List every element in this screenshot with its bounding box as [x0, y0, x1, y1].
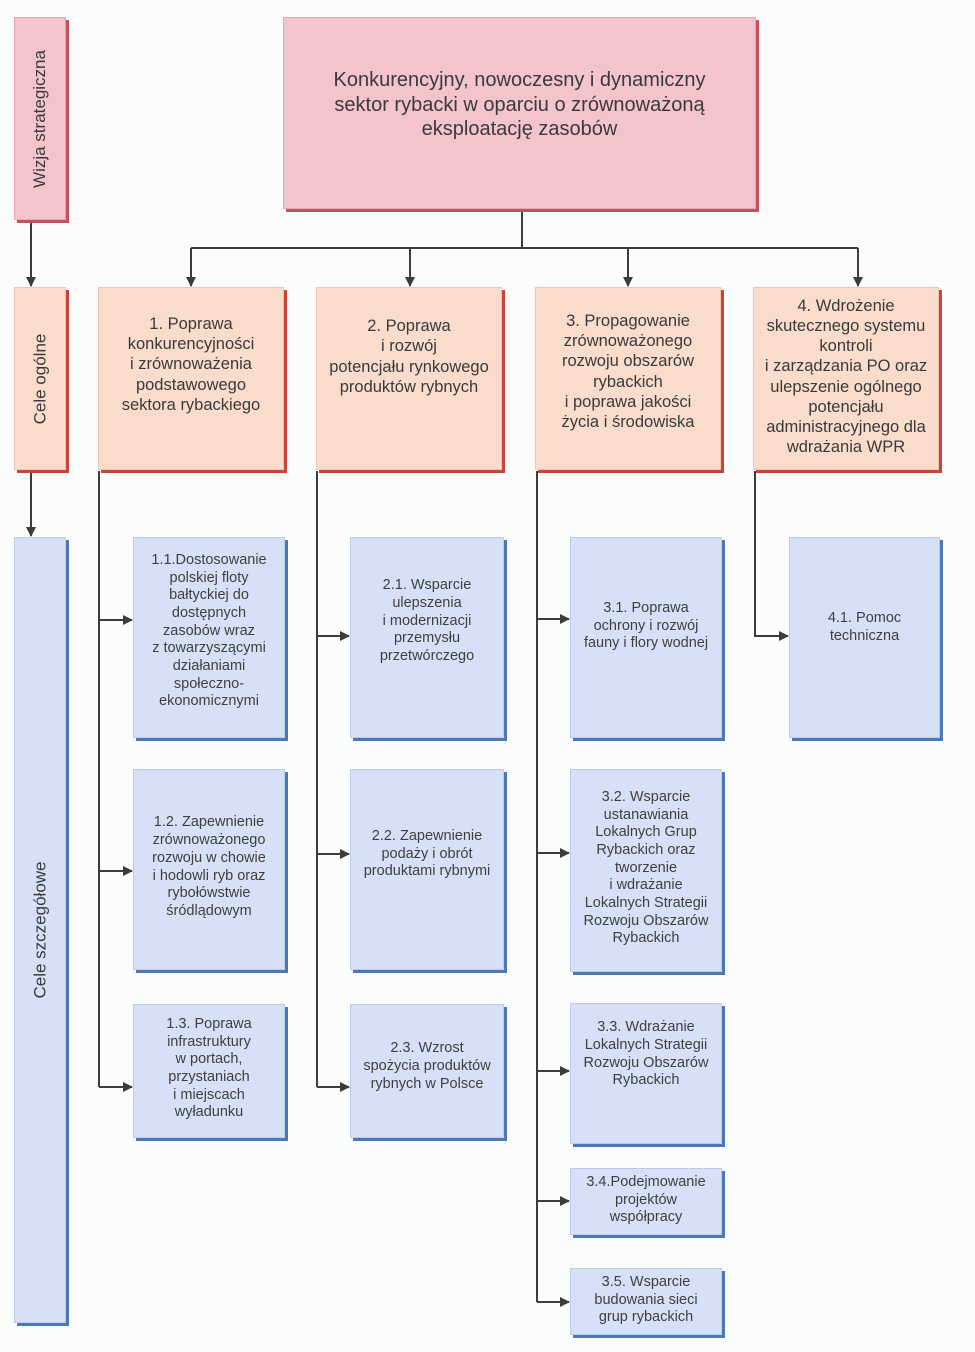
specific-goal-2-1-text: 2.1. Wsparcie ulepszenia i modernizacji …	[379, 577, 475, 665]
specific-goal-1-2-text: 1.2. Zapewnienie zrównoważonego rozwoju …	[152, 814, 266, 919]
general-goal-3: 3. Propagowanie zrównoważonego rozwoju o…	[535, 287, 721, 470]
specific-goal-4-1: 4.1. Pomoc techniczna	[789, 537, 940, 738]
specific-goal-2-3-text: 2.3. Wzrost spożycia produktów rybnych w…	[363, 1040, 491, 1092]
specific-goal-3-3-text: 3.3. Wdrażanie Lokalnych Strategii Rozwo…	[583, 1019, 709, 1089]
specific-goal-1-3-text: 1.3. Poprawa infrastruktury w portach, p…	[166, 1015, 252, 1121]
specific-goal-1-1: 1.1.Dostosowanie polskiej floty bałtycki…	[133, 537, 285, 738]
arrow-to-4-1	[754, 471, 789, 641]
specific-goal-3-1-text: 3.1. Poprawa ochrony i rozwój fauny i fl…	[583, 599, 709, 652]
specific-goal-2-2-text: 2.2. Zapewnienie podaży i obrót produkta…	[363, 827, 491, 880]
row-label-vision-text: Wizja strategiczna	[30, 49, 49, 188]
row-label-specific-goals: Cele szczegółowe	[14, 537, 66, 1323]
specific-goal-3-2-text: 3.2. Wsparcie ustanawiania Lokalnych Gru…	[583, 788, 709, 947]
specific-goal-1-1-text: 1.1.Dostosowanie polskiej floty bałtycki…	[151, 551, 267, 710]
general-goal-1-text: 1. Poprawa konkurencyjności i zrównoważe…	[121, 315, 261, 414]
row-label-vision: Wizja strategiczna	[14, 17, 66, 220]
vision-text: Konkurencyjny, nowoczesny i dynamiczny s…	[333, 69, 706, 141]
row-label-general-goals-text: Cele ogólne	[30, 333, 49, 424]
specific-goal-2-3: 2.3. Wzrost spożycia produktów rybnych w…	[350, 1004, 504, 1138]
general-goal-2-text: 2. Poprawa i rozwój potencjału rynkowego…	[329, 317, 489, 396]
specific-goal-3-1: 3.1. Poprawa ochrony i rozwój fauny i fl…	[570, 537, 722, 738]
vision-box: Konkurencyjny, nowoczesny i dynamiczny s…	[283, 17, 756, 209]
specific-goal-3-5-text: 3.5. Wsparcie budowania sieci grup rybac…	[594, 1273, 698, 1326]
row-label-specific-goals-text: Cele szczegółowe	[30, 861, 50, 999]
specific-goal-2-2: 2.2. Zapewnienie podaży i obrót produkta…	[350, 769, 504, 970]
general-goal-4: 4. Wdrożenie skutecznego systemu kontrol…	[753, 287, 939, 470]
specific-goal-3-5: 3.5. Wsparcie budowania sieci grup rybac…	[570, 1268, 722, 1335]
row-label-general-goals: Cele ogólne	[14, 287, 66, 470]
specific-goal-3-3: 3.3. Wdrażanie Lokalnych Strategii Rozwo…	[570, 1003, 722, 1144]
specific-goal-1-2: 1.2. Zapewnienie zrównoważonego rozwoju …	[133, 769, 285, 970]
general-goal-3-text: 3. Propagowanie zrównoważonego rozwoju o…	[561, 312, 695, 431]
specific-goal-3-2: 3.2. Wsparcie ustanawiania Lokalnych Gru…	[570, 769, 722, 972]
specific-goal-3-4: 3.4.Podejmowanie projektów współpracy	[570, 1168, 722, 1235]
specific-goal-3-4-text: 3.4.Podejmowanie projektów współpracy	[586, 1173, 706, 1226]
general-goal-1: 1. Poprawa konkurencyjności i zrównoważe…	[98, 287, 284, 470]
general-goal-2: 2. Poprawa i rozwój potencjału rynkowego…	[316, 287, 502, 470]
specific-goal-1-3: 1.3. Poprawa infrastruktury w portach, p…	[133, 1004, 285, 1138]
general-goal-4-text: 4. Wdrożenie skutecznego systemu kontrol…	[764, 297, 928, 456]
specific-goal-2-1: 2.1. Wsparcie ulepszenia i modernizacji …	[350, 537, 504, 738]
specific-goal-4-1-text: 4.1. Pomoc techniczna	[827, 609, 902, 644]
